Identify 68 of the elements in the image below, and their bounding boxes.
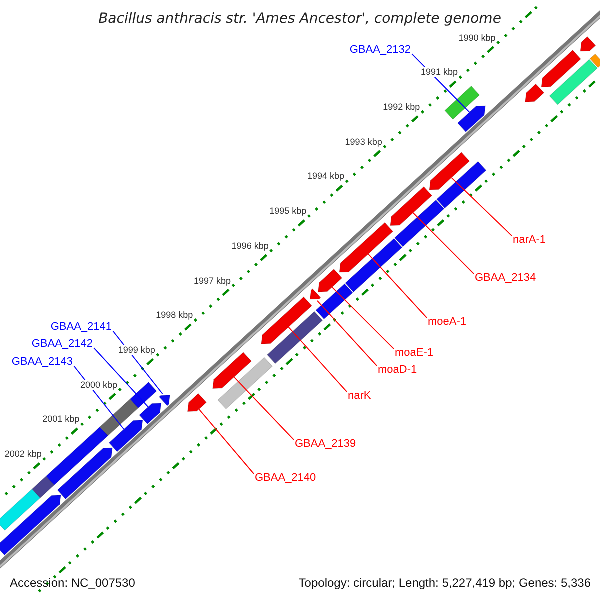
gene-label: narA-1 (513, 234, 546, 246)
leader-line (451, 177, 512, 236)
scale-label: 1997 kbp (194, 276, 232, 286)
gene-label: GBAA_2132 (350, 44, 411, 56)
gene-feature (310, 288, 322, 300)
scale-label: 1990 kbp (458, 32, 496, 43)
leader-line (368, 254, 428, 318)
gene-bar (444, 86, 480, 120)
genome-stats-text: Topology: circular; Length: 5,227,419 bp; Genes: 5,336 (298, 576, 591, 590)
gene-feature (212, 352, 252, 390)
scale-label: 1999 kbp (118, 344, 156, 355)
gene-label: GBAA_2141 (50, 321, 112, 333)
scale-label: 1991 kbp (420, 67, 458, 78)
scale-label: 1994 kbp (307, 171, 345, 182)
gene-feature (108, 420, 144, 452)
gene-feature (158, 395, 170, 406)
leader-line (412, 212, 474, 274)
leader-line (332, 286, 394, 350)
gene-bar (266, 311, 324, 364)
gene-bar (0, 488, 41, 531)
gene-bar (32, 476, 55, 499)
gene-bar (218, 357, 274, 410)
leader-line (198, 408, 254, 474)
gene-feature (429, 152, 470, 190)
gene-feature (318, 268, 343, 292)
gene-feature (187, 393, 208, 412)
gene-feature (0, 495, 62, 556)
accession-text: Accession: NC_007530 (10, 576, 136, 590)
scale-label: 1996 kbp (232, 240, 269, 251)
title: Bacillus anthracis str. 'Ames Ancestor', complete genome (98, 11, 502, 27)
gene-label: moaE-1 (395, 347, 434, 359)
gene-feature (390, 186, 433, 226)
gene-bar (590, 54, 600, 68)
gene-feature (339, 222, 394, 273)
leader-line (234, 376, 294, 440)
gene-bar (100, 398, 139, 436)
gene-label: moaD-1 (378, 364, 418, 376)
gene-label: GBAA_2134 (475, 272, 536, 284)
gene-feature (57, 448, 113, 500)
gene-feature (525, 84, 545, 102)
leader-line (317, 300, 378, 366)
gene-bar (46, 426, 109, 486)
gene-label: GBAA_2140 (255, 472, 316, 484)
scale-label: 1998 kbp (156, 310, 194, 320)
scale-label: 2002 kbp (4, 449, 42, 460)
gene-bar (130, 382, 158, 409)
leader-line (288, 326, 348, 392)
gene-feature (139, 403, 162, 425)
gene-bar (436, 161, 487, 209)
gene-label: GBAA_2143 (12, 356, 73, 368)
scale-label: 1995 kbp (270, 206, 307, 216)
gene-bar (316, 284, 354, 320)
gene-label: narK (348, 390, 372, 402)
leader-line (94, 348, 149, 408)
scale-label: 1993 kbp (345, 136, 382, 147)
gene-label: GBAA_2139 (295, 438, 356, 450)
gene-feature (261, 296, 312, 344)
scale-label: 2000 kbp (80, 380, 118, 390)
gene-label: GBAA_2142 (32, 338, 93, 350)
scale-label: 1992 kbp (383, 102, 420, 112)
scale-label: 2001 kbp (42, 414, 80, 424)
gene-feature (541, 50, 582, 88)
gene-feature (457, 106, 486, 133)
gene-label: moeA-1 (428, 316, 467, 328)
gene-bar (345, 238, 403, 293)
gene-bar (549, 59, 598, 106)
gene-feature (580, 36, 596, 52)
gene-bar (394, 200, 445, 248)
